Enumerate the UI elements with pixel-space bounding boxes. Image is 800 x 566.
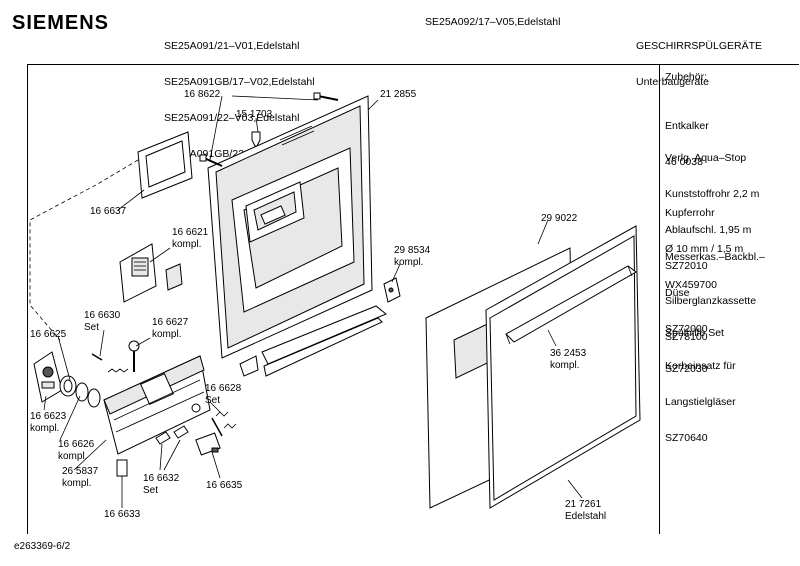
brand-logo: SIEMENS	[12, 12, 110, 34]
accessory-line: Messerkas.–Backbl.–	[665, 251, 765, 263]
part-label: kompl.	[550, 360, 579, 371]
part-label: 16 6628	[205, 383, 242, 394]
display-frame-part	[137, 131, 193, 199]
clip-part	[251, 131, 261, 147]
accessory-line: SZ70640	[665, 432, 708, 444]
part-label: 16 6632	[143, 473, 180, 484]
small-screw-part	[91, 353, 103, 361]
accessory-line: Entkalker	[665, 120, 709, 132]
model-list: SE25A091/21–V01,Edelstahl SE25A091GB/17–…	[164, 16, 315, 172]
screw-part	[199, 154, 223, 167]
switch-part	[195, 432, 221, 456]
accessory-line: WX459700	[665, 279, 717, 291]
part-label: 16 6633	[104, 509, 141, 520]
part-label: kompl.	[394, 257, 423, 268]
accessory-line: SZ72030	[665, 363, 708, 375]
part-label: Set	[205, 395, 220, 406]
accessory-line: SZ72010	[665, 260, 708, 272]
accessory-line: Silberglanzkassette	[665, 295, 757, 307]
part-label: 16 6621	[172, 227, 209, 238]
part-label: 21 2855	[380, 89, 417, 100]
accessory-line: Korbeinsatz für	[665, 360, 736, 372]
part-label: 29 8534	[394, 245, 431, 256]
hinge-part	[383, 277, 401, 303]
accessory-item: Messerkas.–Backbl.– Düse SZ72000	[665, 227, 765, 359]
part-label: kompl.	[152, 329, 181, 340]
category-block: GESCHIRRSPÜLGERÄTE Unterbaugeräte	[636, 16, 762, 100]
accessory-item: Silberglanzkassette SZ78100	[665, 271, 756, 367]
accessory-item: Korbeinsatz für Langstielgläser SZ70640	[665, 336, 736, 468]
accessory-line: Verlg. Aqua–Stop	[665, 152, 747, 164]
document-id: e263369-6/2	[14, 541, 71, 552]
diagram-frame	[27, 64, 799, 534]
seal-ring-part	[59, 375, 77, 397]
category-subtitle: Unterbaugeräte	[636, 76, 709, 88]
accessory-line: Kunststoffrohr 2,2 m	[665, 188, 760, 200]
accessory-item: Entkalker 46 0038	[665, 96, 709, 192]
part-label: 16 6635	[206, 480, 243, 491]
part-label: 16 8622	[184, 89, 221, 100]
handle-strip-part	[261, 305, 387, 377]
accessories-title: Zubehör:	[665, 71, 708, 83]
part-label: Set	[143, 485, 158, 496]
spring-ring-part	[75, 382, 101, 408]
towel-bar-part	[505, 265, 637, 345]
part-label: 26 5837	[62, 466, 99, 477]
part-label: kompl.	[58, 451, 87, 462]
accessory-item: Spülhilfe Set SZ72030	[665, 303, 724, 399]
model-line-2: SE25A092/17–V05,Edelstahl	[425, 16, 561, 28]
part-label: 16 6626	[58, 439, 95, 450]
accessory-item: Verlg. Aqua–Stop Kunststoffrohr 2,2 m Ab…	[665, 128, 759, 296]
part-label: 16 6625	[30, 329, 67, 340]
model-line: SE25A091/22–V03,Edelstahl	[164, 112, 300, 124]
part-label: 16 6623	[30, 411, 67, 422]
accessories-sidebar: Zubehör: Entkalker 46 0038 Verlg. Aqua–S…	[659, 64, 800, 534]
part-label: 21 7261	[565, 499, 602, 510]
part-label: 29 9022	[541, 213, 578, 224]
accessory-line: Kupferrohr	[665, 207, 715, 219]
control-panel-part	[119, 243, 183, 303]
part-label: 16 6637	[90, 206, 127, 217]
control-module-part	[103, 355, 211, 455]
spring-set-part	[191, 403, 237, 437]
clip-small-part	[116, 459, 128, 477]
part-label: 16 6627	[152, 317, 189, 328]
part-label: 16 6630	[84, 310, 121, 321]
part-label: kompl.	[172, 239, 201, 250]
category-title: GESCHIRRSPÜLGERÄTE	[636, 40, 763, 52]
accessory-line: Spülhilfe Set	[665, 327, 724, 339]
lever-set-part	[155, 425, 189, 445]
screw-part	[313, 92, 339, 101]
part-label: 36 2453	[550, 348, 587, 359]
accessory-line: 46 0038	[665, 156, 703, 168]
leader-lines	[43, 95, 583, 508]
accessory-item: Kupferrohr Ø 10 mm / 1,5 m WX459700	[665, 183, 743, 315]
inner-door-panel	[207, 95, 373, 359]
model-line: SE25A091GB/17–V02,Edelstahl	[164, 76, 315, 88]
part-label: Edelstahl	[565, 511, 606, 522]
part-label: 15 1703	[236, 109, 273, 120]
part-label: kompl.	[62, 478, 91, 489]
part-label: kompl.	[30, 423, 59, 434]
accessory-line: Langstielgläser	[665, 396, 736, 408]
part-label: Set	[84, 322, 99, 333]
accessory-line: Düse	[665, 287, 690, 299]
model-line: SE25A091/21–V01,Edelstahl	[164, 40, 300, 52]
spring-part	[107, 368, 129, 373]
program-knob-part	[33, 351, 63, 403]
valve-part	[128, 340, 140, 372]
outer-door-panel-front	[485, 225, 641, 509]
accessory-line: Ø 10 mm / 1,5 m	[665, 243, 744, 255]
accessory-line: SZ72000	[665, 323, 708, 335]
accessory-line: SZ78100	[665, 331, 708, 343]
accessory-line: Ablaufschl. 1,95 m	[665, 224, 752, 236]
latch-part	[239, 355, 259, 377]
